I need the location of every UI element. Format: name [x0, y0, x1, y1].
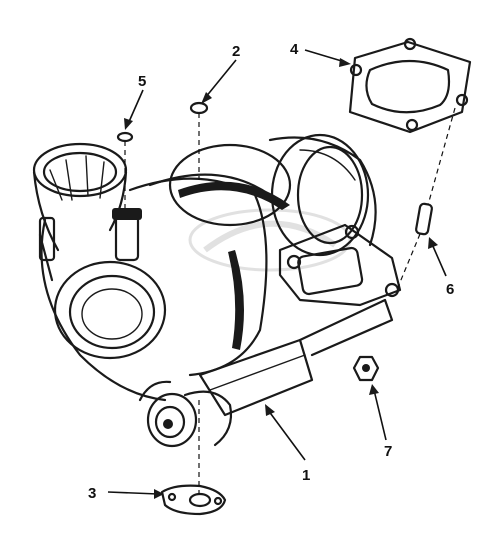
- watermark-logo: [188, 208, 352, 272]
- callout-5: 5: [138, 73, 146, 90]
- mounting-stud: [415, 202, 433, 236]
- lock-nut: [352, 355, 380, 382]
- callout-1: 1: [302, 467, 310, 484]
- callout-4: 4: [290, 41, 299, 58]
- turbocharger-assembly: [32, 133, 402, 448]
- assembly-centerlines: [124, 107, 456, 494]
- exhaust-gasket: [348, 37, 472, 134]
- leader-lines: [107, 49, 447, 499]
- callout-2: 2: [232, 43, 240, 60]
- drain-gasket: [160, 484, 227, 516]
- callout-7: 7: [384, 443, 392, 460]
- callout-labels: 1 2 3 4 5 6 7: [88, 41, 454, 502]
- callout-6: 6: [446, 281, 454, 298]
- o-ring-small: [116, 131, 134, 143]
- callout-3: 3: [88, 485, 96, 502]
- o-ring-upper: [189, 101, 209, 115]
